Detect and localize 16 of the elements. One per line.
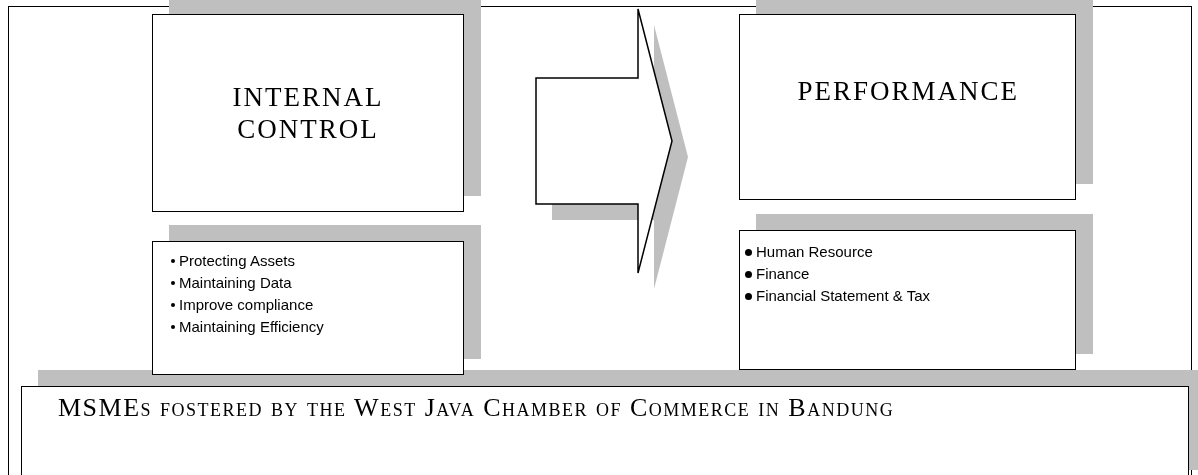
band-heading: MSMEs fostered by the West Java Chamber of Commerce in Bandung bbox=[58, 393, 895, 423]
bullet-item: Protecting Assets bbox=[179, 251, 295, 271]
list-box bbox=[739, 230, 1076, 370]
bullet-item: Finance bbox=[756, 264, 810, 284]
bullet-item: Maintaining Data bbox=[179, 273, 292, 293]
bullet-item: Improve compliance bbox=[179, 295, 314, 315]
box-heading: PERFORMANCE bbox=[797, 75, 1018, 108]
heading-box bbox=[739, 14, 1076, 200]
box-heading: INTERNAL CONTROL bbox=[231, 80, 385, 146]
bullet-item: Human Resource bbox=[756, 242, 873, 262]
heading-box bbox=[152, 14, 464, 212]
list-box bbox=[152, 241, 464, 375]
bullet-item: Maintaining Efficiency bbox=[179, 317, 324, 337]
base-band bbox=[21, 386, 1189, 475]
block-arrow bbox=[535, 8, 688, 289]
bullet-item: Financial Statement & Tax bbox=[756, 286, 930, 306]
